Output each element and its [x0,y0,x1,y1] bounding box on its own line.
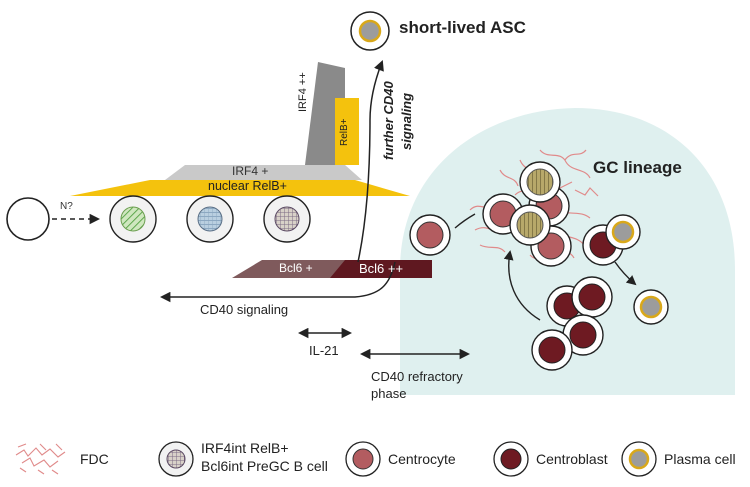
olive-cells [509,161,561,246]
cd40-signaling-arrow [159,261,396,303]
bcl6-plus-bar [232,260,350,278]
exit-arrow [614,261,637,286]
irf4-plus-bar [165,165,362,180]
further-cd40-label-line1: further CD40 [381,81,396,160]
cd40-signaling-label: CD40 signaling [200,302,289,317]
legend-plasma-label: Plasma cell [664,451,736,467]
further-cd40-label-line2: signaling [399,92,414,150]
irf4-plusplus-label: IRF4 ++ [297,72,309,112]
further-cd40-arrow [357,60,384,263]
bcl6-plus-label: Bcl6 + [279,261,313,275]
nuclear-relb-label: nuclear RelB+ [208,179,287,193]
short-lived-asc-cell [350,11,390,51]
relb-plus-bar [335,98,359,165]
cd40-refractory-label-line1: CD40 refractory [371,369,463,384]
bcl6-plusplus-label: Bcl6 ++ [359,261,404,276]
gc-lineage-label: GC lineage [593,158,682,177]
pregc-cell-blue [186,195,234,243]
bcl6-plusplus-bar [330,260,432,278]
legend-pregc-icon [158,441,194,477]
pregc-cell-green [109,195,157,243]
legend-fdc-label: FDC [80,451,109,467]
exiting-plasma-cell [633,289,669,325]
irf4-plus-label: IRF4 + [232,164,269,178]
naive-b-cell [6,197,50,241]
n-question-label: N? [60,201,73,212]
legend-centroblast-icon [493,441,529,477]
legend-centrocyte-label: Centrocyte [388,451,456,467]
legend-pregc-label-line2: Bcl6int PreGC B cell [201,458,328,474]
entry-arrow [454,213,476,229]
centroblast-cells [531,276,613,371]
cycle-arrow [503,250,541,321]
relb-plus-label: RelB+ [339,118,350,146]
legend-centrocyte-icon [345,441,381,477]
legend-fdc-icon [15,443,66,475]
pregc-cell-grid [263,195,311,243]
cd40-refractory-label-line2: phase [371,386,407,401]
legend-centroblast-label: Centroblast [536,451,608,467]
il21-label: IL-21 [309,343,339,358]
legend-plasma-icon [621,441,657,477]
legend-pregc-label-line1: IRF4int RelB+ [201,440,289,456]
nuclear-relb-bar [70,180,410,196]
gc-plasma-cell [605,214,641,250]
short-lived-asc-label: short-lived ASC [399,18,526,37]
